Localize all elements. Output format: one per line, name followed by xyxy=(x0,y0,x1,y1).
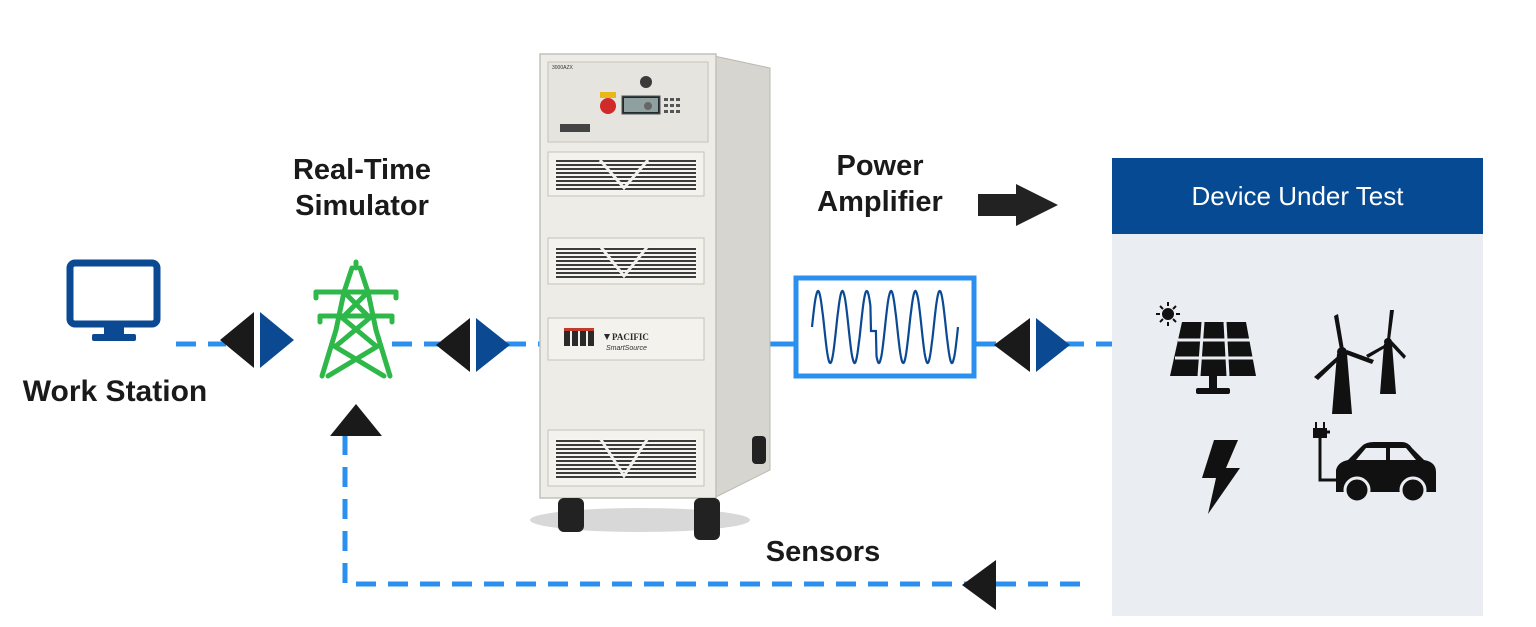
sine-wave-path xyxy=(810,289,960,365)
amplifier-output-arrow-icon xyxy=(978,184,1058,226)
arrow-right-icon xyxy=(260,312,294,368)
workstation-label: Work Station xyxy=(22,375,208,408)
amplifier-label-line2: Amplifier xyxy=(817,186,943,219)
cabinet-keypad xyxy=(664,98,680,113)
cabinet-casters xyxy=(558,436,766,540)
dut-background xyxy=(1112,234,1483,616)
solar-panel-icon xyxy=(1156,302,1256,394)
power-amplifier-cabinet: 3000AZX PAC xyxy=(530,53,771,540)
cabinet-model: 3000AZX xyxy=(552,65,574,71)
cabinet-vent-1 xyxy=(547,151,705,197)
cabinet-brand: PACIFIC xyxy=(612,332,649,342)
pacific-logo-icon xyxy=(604,334,610,340)
simulator-label: Real-Time Simulator xyxy=(262,152,462,225)
amplifier-label-line1: Power xyxy=(836,150,924,182)
arrow-left-icon xyxy=(220,312,254,368)
sensor-left-arrow-icon xyxy=(962,560,996,610)
wind-turbine-icon xyxy=(1314,310,1406,414)
bidirectional-arrow-2 xyxy=(436,318,510,372)
cabinet-vent-3 xyxy=(547,429,705,487)
monitor-icon xyxy=(66,259,161,341)
cabinet-side xyxy=(713,55,771,499)
sensor-feedback-line xyxy=(342,436,1080,587)
arrow-left-icon xyxy=(436,318,470,372)
dut-header xyxy=(1112,158,1483,234)
arrow-right-icon xyxy=(476,318,510,372)
sun-icon xyxy=(1156,302,1180,326)
transmission-tower-icon xyxy=(313,259,399,379)
cabinet-emergency-stop xyxy=(600,98,616,114)
dut-title: Device Under Test xyxy=(1191,180,1404,211)
device-under-test-panel xyxy=(1112,158,1483,616)
bidirectional-arrow-1 xyxy=(220,312,294,368)
cabinet-product: SmartSource xyxy=(606,345,647,352)
simulator-label-line1: Real-Time xyxy=(292,154,432,186)
lightning-bolt-icon xyxy=(1202,440,1240,514)
cabinet-power-key xyxy=(640,76,652,88)
arrow-left-icon xyxy=(994,318,1030,372)
sensor-up-arrow-icon xyxy=(330,404,382,436)
sine-wave-icon xyxy=(793,275,977,379)
arrow-right-icon xyxy=(1036,318,1070,372)
bidirectional-arrow-3 xyxy=(994,318,1070,372)
sensors-label: Sensors xyxy=(765,536,881,568)
cabinet-knob xyxy=(644,102,652,110)
cabinet-breaker-panel: PACIFIC SmartSource xyxy=(547,317,705,361)
simulator-label-line2: Simulator xyxy=(295,190,429,223)
amplifier-label: Power Amplifier xyxy=(800,148,960,221)
electric-car-icon xyxy=(1313,422,1436,504)
cabinet-vent-2 xyxy=(547,237,705,285)
